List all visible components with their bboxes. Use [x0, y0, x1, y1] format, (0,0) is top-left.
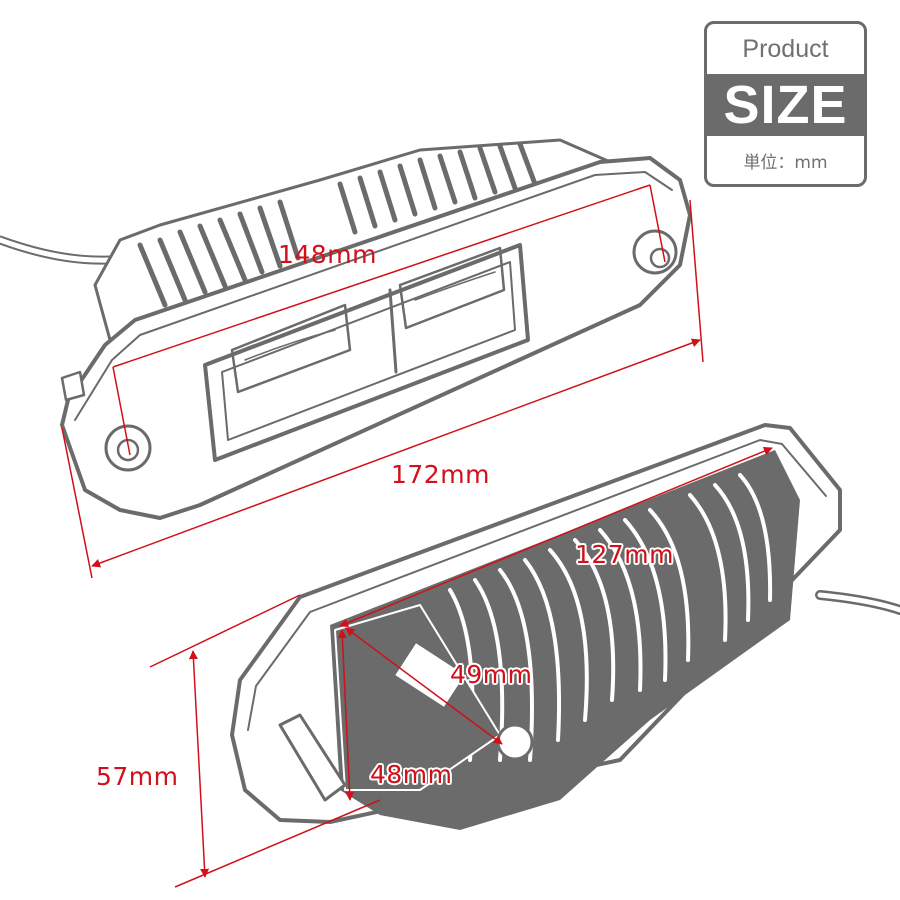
dimension-lines-lower [149, 446, 773, 888]
bolt-right [632, 229, 678, 275]
front-view-light [0, 138, 692, 520]
connector-knob [496, 723, 534, 761]
dimension-label-49: 49mm [450, 660, 533, 689]
dimension-label-127: 127mm [575, 540, 674, 569]
dimension-label-172: 172mm [391, 460, 490, 489]
dimension-label-57: 57mm [96, 762, 179, 791]
product-size-badge: Product SIZE 単位：mm [704, 21, 867, 187]
heatsink-fins [137, 141, 538, 308]
badge-product-label: Product [742, 34, 829, 63]
dimension-label-48: 48mm [370, 760, 453, 789]
rear-view-light [230, 423, 900, 830]
dimension-label-148: 148mm [278, 240, 377, 269]
badge-unit-label: 単位：mm [743, 152, 828, 173]
badge-size-label: SIZE [707, 74, 864, 136]
